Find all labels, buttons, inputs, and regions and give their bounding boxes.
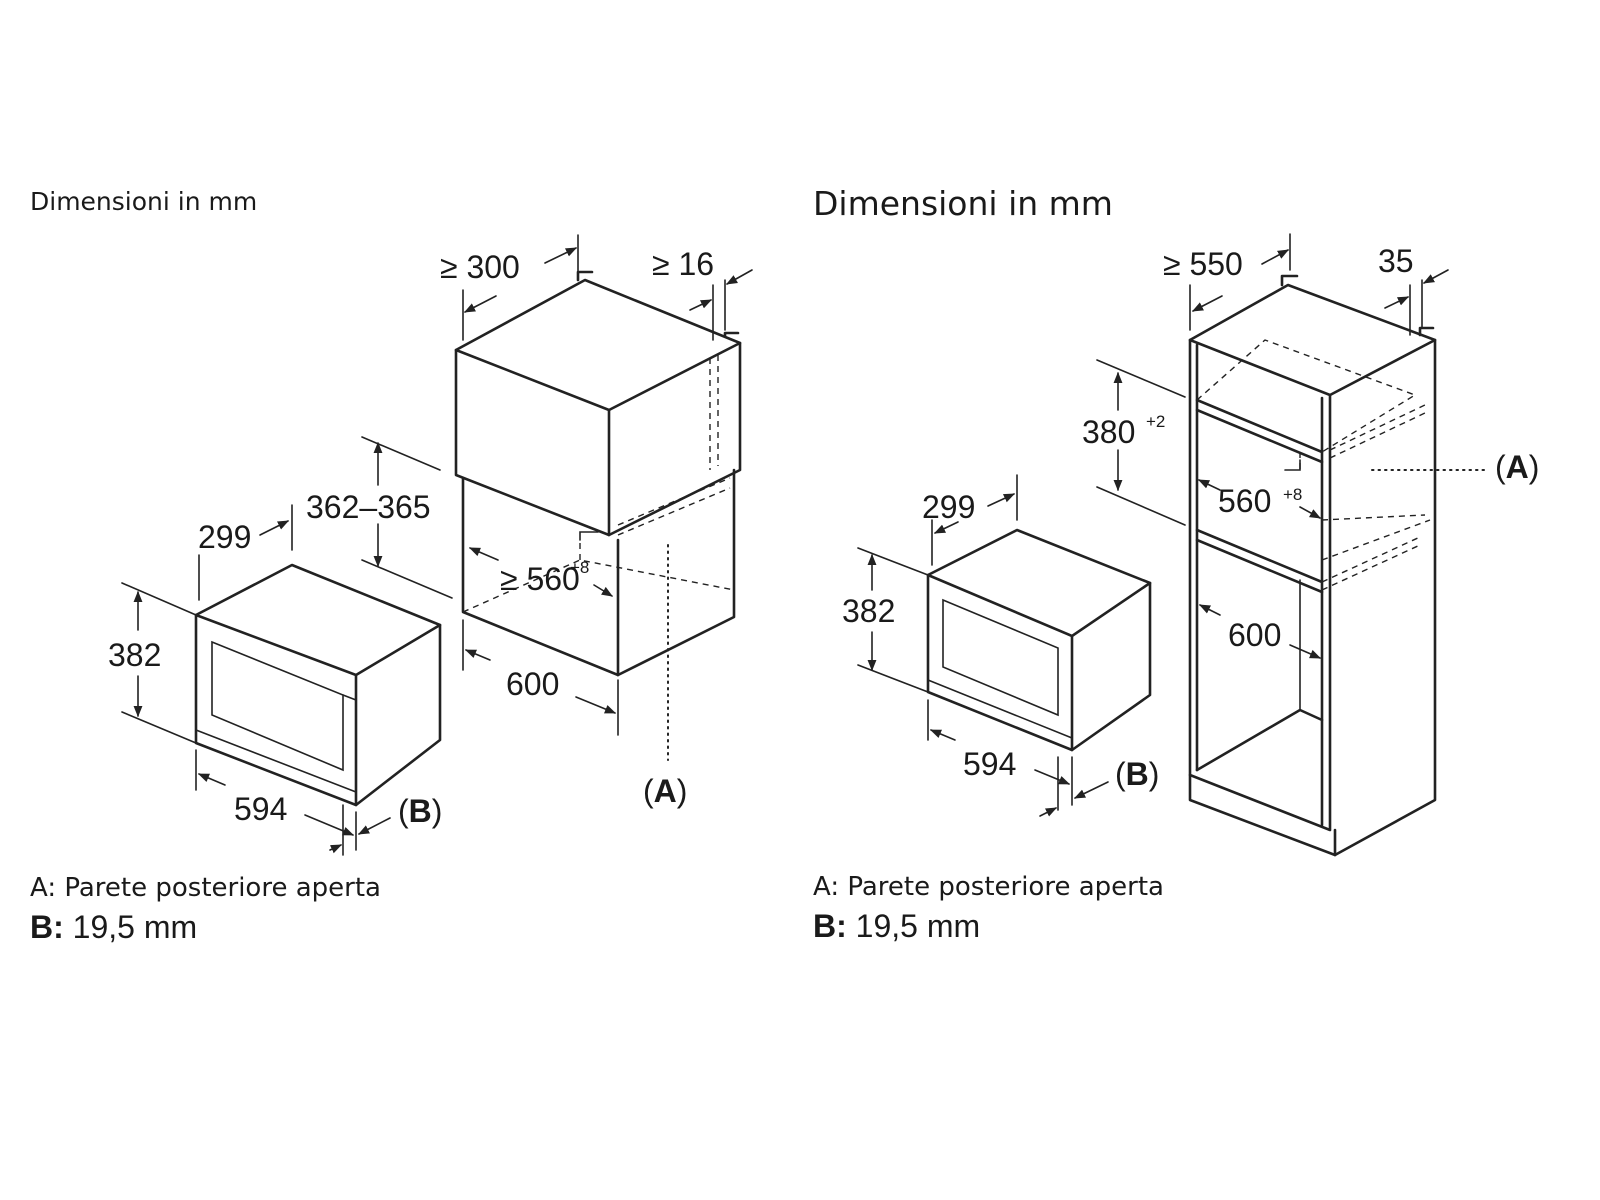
right-tall-cabinet — [1188, 274, 1437, 857]
right-note-b: B: 19,5 mm — [813, 908, 980, 944]
left-title: Dimensioni in mm — [30, 187, 257, 216]
dim-right-380: 380 — [1082, 414, 1135, 450]
dim-left-560-sup: +8 — [570, 558, 589, 577]
left-note-a: A: Parete posteriore aperta — [30, 873, 381, 903]
right-title: Dimensioni in mm — [813, 184, 1113, 223]
right-diagram: Dimensioni in mm — [813, 184, 1539, 944]
dim-left-16: ≥ 16 — [652, 246, 714, 282]
dim-right-600: 600 — [1228, 617, 1281, 653]
dim-right-35: 35 — [1378, 243, 1414, 279]
dim-right-380-sup: +2 — [1146, 412, 1165, 431]
left-diagram: Dimensioni in mm — [30, 187, 753, 945]
dim-right-560-sup: +8 — [1283, 485, 1302, 504]
left-dimensions: ≥ 300 ≥ 16 362–365 299 ≥ 560 +8 — [108, 234, 753, 856]
right-dimensions: ≥ 550 35 380 +2 560 +8 299 — [842, 233, 1539, 817]
right-microwave — [926, 528, 1152, 752]
dim-left-594: 594 — [234, 791, 287, 827]
dim-right-560: 560 — [1218, 483, 1271, 519]
label-right-b: (B) — [1115, 756, 1159, 792]
label-left-b: (B) — [398, 793, 442, 829]
dim-right-594: 594 — [963, 746, 1016, 782]
dim-left-382: 382 — [108, 637, 161, 673]
dim-right-382: 382 — [842, 593, 895, 629]
right-note-a: A: Parete posteriore aperta — [813, 872, 1164, 902]
dim-left-362-365: 362–365 — [306, 489, 431, 525]
dim-left-300: ≥ 300 — [440, 249, 520, 285]
left-note-b: B: 19,5 mm — [30, 909, 197, 945]
dim-left-600: 600 — [506, 666, 559, 702]
dim-right-299: 299 — [922, 489, 975, 525]
dim-right-550: ≥ 550 — [1163, 246, 1243, 282]
label-left-a: (A) — [643, 773, 687, 809]
label-right-a: (A) — [1495, 449, 1539, 485]
left-microwave — [194, 563, 442, 807]
dim-left-299: 299 — [198, 519, 251, 555]
left-wall-cabinet — [454, 270, 742, 677]
dim-left-560: ≥ 560 — [500, 561, 580, 597]
